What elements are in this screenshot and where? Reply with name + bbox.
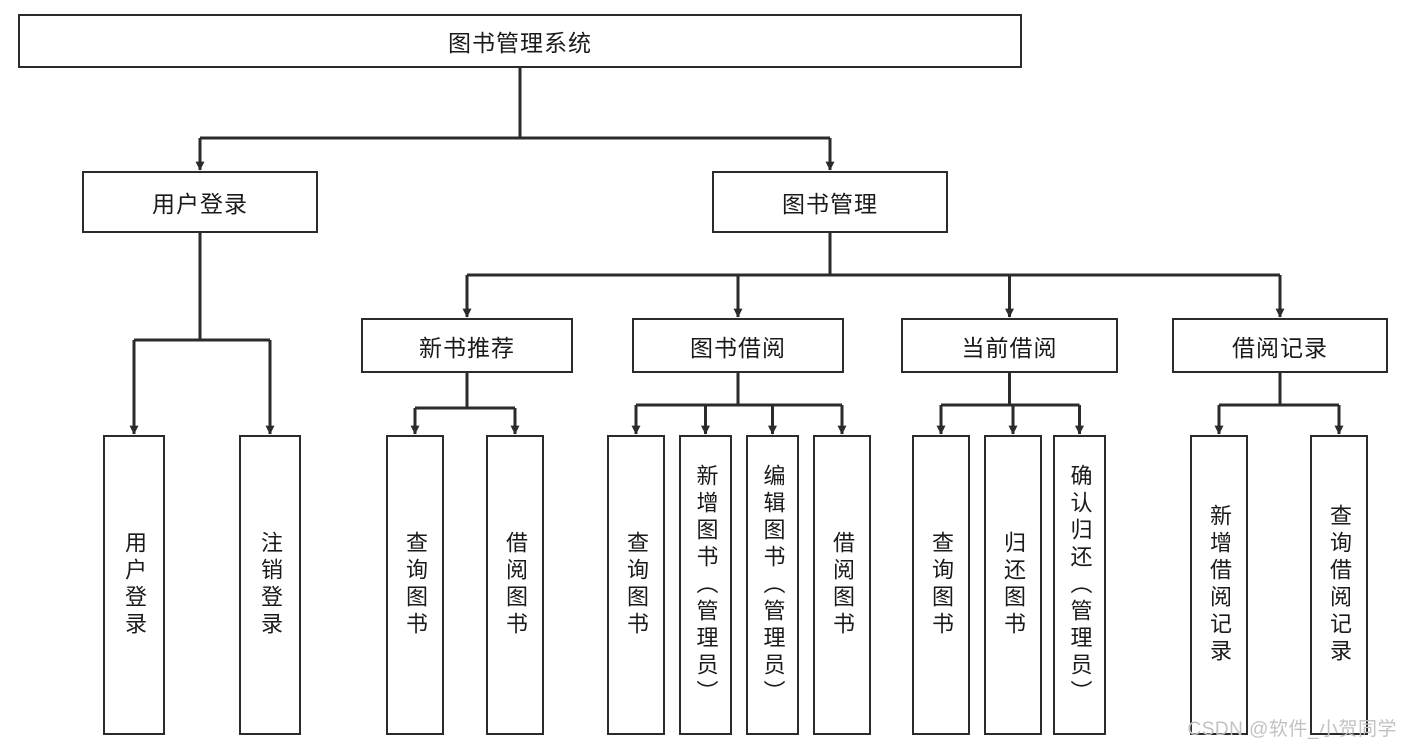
node-leaf-user-login[interactable]: 用户登录	[103, 435, 165, 735]
node-leaf-borrow-edit[interactable]: 编辑图书（管理员）	[746, 435, 799, 735]
node-root[interactable]: 图书管理系统	[18, 14, 1022, 68]
node-label: 归还图书	[1001, 531, 1026, 639]
node-label: 借阅记录	[1232, 334, 1328, 361]
node-label: 图书管理	[782, 191, 878, 217]
node-label: 查询图书	[624, 531, 649, 639]
node-book-manage[interactable]: 图书管理	[712, 171, 948, 233]
node-leaf-rec-borrow[interactable]: 借阅图书	[486, 435, 544, 735]
node-leaf-rec-query2[interactable]: 查询借阅记录	[1310, 435, 1368, 735]
node-label: 当前借阅	[961, 334, 1058, 361]
node-book-borrow[interactable]: 图书借阅	[632, 318, 844, 373]
node-label: 查询借阅记录	[1327, 504, 1352, 666]
watermark: CSDN @软件_小贺同学	[1187, 719, 1397, 740]
edge-paths	[129, 68, 1344, 435]
node-label: 确认归还（管理员）	[1067, 463, 1093, 707]
node-label: 查询图书	[929, 531, 954, 639]
node-leaf-rec-add[interactable]: 新增借阅记录	[1190, 435, 1248, 735]
node-leaf-borrow-query[interactable]: 查询图书	[607, 435, 665, 735]
node-label: 图书管理系统	[448, 30, 592, 56]
node-label: 借阅图书	[830, 531, 855, 639]
node-label: 用户登录	[152, 191, 248, 217]
node-leaf-cur-query[interactable]: 查询图书	[912, 435, 970, 735]
node-new-book-rec[interactable]: 新书推荐	[361, 318, 573, 373]
node-label: 新增借阅记录	[1207, 504, 1232, 666]
node-current-borrow[interactable]: 当前借阅	[901, 318, 1118, 373]
node-leaf-cur-confirm[interactable]: 确认归还（管理员）	[1053, 435, 1106, 735]
node-borrow-record[interactable]: 借阅记录	[1172, 318, 1388, 373]
node-label: 新书推荐	[419, 334, 515, 361]
node-leaf-borrow-add[interactable]: 新增图书（管理员）	[679, 435, 732, 735]
node-leaf-borrow-do[interactable]: 借阅图书	[813, 435, 871, 735]
node-leaf-user-logout[interactable]: 注销登录	[239, 435, 301, 735]
node-label: 编辑图书（管理员）	[760, 463, 786, 707]
node-label: 图书借阅	[690, 334, 786, 361]
node-label: 新增图书（管理员）	[693, 463, 719, 707]
node-label: 注销登录	[258, 531, 283, 639]
node-label: 查询图书	[403, 531, 428, 639]
node-user-login[interactable]: 用户登录	[82, 171, 318, 233]
node-label: 借阅图书	[503, 531, 528, 639]
node-label: 用户登录	[122, 531, 147, 639]
node-leaf-cur-return[interactable]: 归还图书	[984, 435, 1042, 735]
node-leaf-rec-query[interactable]: 查询图书	[386, 435, 444, 735]
